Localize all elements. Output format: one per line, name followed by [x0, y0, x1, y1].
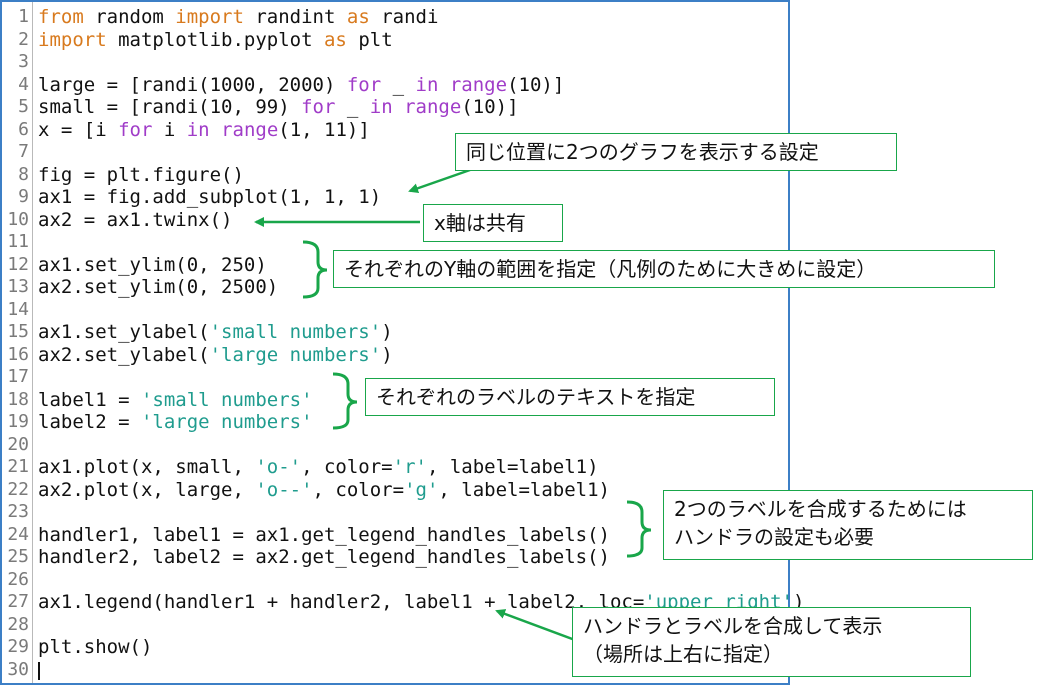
note-text: （場所は上右に指定）	[583, 642, 783, 666]
line-number: 7	[18, 141, 29, 162]
line-number-gutter	[2, 2, 33, 683]
line-number: 28	[7, 613, 29, 635]
code-text: ax2 = ax1.twinx()	[38, 208, 233, 231]
line-number: 13	[7, 276, 29, 297]
note-combine: 2つのラベルを合成するためには ハンドラの設定も必要	[663, 490, 1033, 560]
code-text: handler2, label2 = ax2.get_legend_handle…	[38, 546, 610, 568]
line-number: 22	[7, 478, 29, 500]
code-text: ax2.set_ylim(0, 2500)	[38, 276, 279, 298]
note-label-text: それぞれのラベルのテキストを指定	[365, 378, 775, 416]
note-text: それぞれのラベルのテキストを指定	[376, 385, 696, 409]
code-text: small = [randi(10, 99) for _ in range(10…	[38, 96, 519, 118]
line-number: 11	[7, 231, 29, 252]
line-number: 19	[7, 411, 29, 432]
line-number: 9	[18, 186, 29, 207]
note-share-x: x軸は共有	[423, 204, 563, 242]
note-same-position: 同じ位置に2つのグラフを表示する設定	[455, 133, 897, 171]
code-text: ax2.plot(x, large, 'o--', color='g', lab…	[38, 478, 610, 501]
code-text: ax1.legend(handler1 + handler2, label1 +…	[38, 591, 805, 613]
line-number: 5	[18, 96, 29, 117]
line-number: 2	[18, 28, 29, 50]
code-text: ax1 = fig.add_subplot(1, 1, 1)	[38, 186, 382, 208]
text-cursor	[38, 662, 40, 680]
line-number: 6	[18, 118, 29, 140]
line-number: 16	[7, 343, 29, 365]
note-text: x軸は共有	[434, 211, 526, 235]
line-number: 25	[7, 546, 29, 567]
code-editor[interactable]: 1 from random import randint as randi 2 imp…	[0, 0, 804, 685]
note-text: ハンドラの設定も必要	[674, 525, 874, 549]
line-number: 18	[7, 388, 29, 410]
code-text: ax1.set_ylim(0, 250)	[38, 253, 267, 276]
note-text: ハンドラとラベルを合成して表示	[583, 614, 883, 638]
line-number: 8	[18, 163, 29, 185]
note-ylim: それぞれのY軸の範囲を指定（凡例のために大きめに設定）	[333, 250, 995, 288]
line-number: 1	[18, 6, 29, 27]
line-number: 12	[7, 253, 29, 275]
line-number: 26	[7, 568, 29, 590]
line-number: 14	[7, 298, 29, 320]
line-number: 4	[18, 73, 29, 95]
code-text: from random import randint as randi	[38, 6, 439, 28]
code-text: fig = plt.figure()	[38, 163, 244, 186]
code-text: plt.show()	[38, 636, 153, 658]
code-text: label1 = 'small numbers'	[38, 388, 313, 411]
code-text: import matplotlib.pyplot as plt	[38, 28, 393, 51]
line-number: 21	[7, 456, 29, 477]
note-text: 2つのラベルを合成するためには	[674, 497, 967, 521]
line-number: 27	[7, 591, 29, 612]
code-text: x = [i for i in range(1, 11)]	[38, 118, 370, 141]
code-text: label2 = 'large numbers'	[38, 411, 313, 433]
code-text: ax1.plot(x, small, 'o-', color='r', labe…	[38, 456, 599, 478]
line-number: 30	[7, 658, 29, 680]
line-number: 15	[7, 321, 29, 342]
note-text: 同じ位置に2つのグラフを表示する設定	[466, 140, 819, 164]
line-number: 24	[7, 523, 29, 545]
code-text: handler1, label1 = ax1.get_legend_handle…	[38, 523, 610, 546]
line-number: 3	[18, 51, 29, 72]
note-legend: ハンドラとラベルを合成して表示 （場所は上右に指定）	[572, 607, 971, 677]
line-number: 29	[7, 636, 29, 657]
line-number: 17	[7, 366, 29, 387]
code-text: ax1.set_ylabel('small numbers')	[38, 321, 393, 343]
code-text: ax2.set_ylabel('large numbers')	[38, 343, 393, 366]
note-text: それぞれのY軸の範囲を指定（凡例のために大きめに設定）	[344, 257, 877, 281]
code-text: large = [randi(1000, 2000) for _ in rang…	[38, 73, 565, 96]
line-number: 23	[7, 501, 29, 522]
line-number: 10	[7, 208, 29, 230]
line-number: 20	[7, 433, 29, 455]
